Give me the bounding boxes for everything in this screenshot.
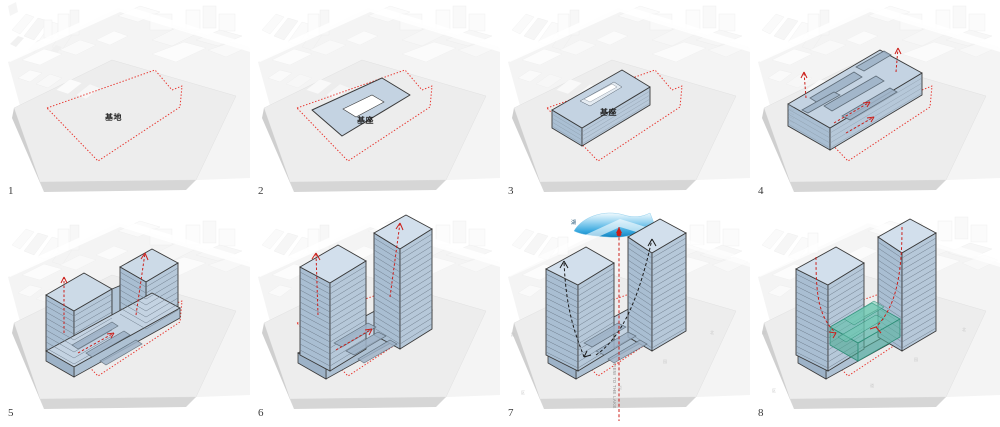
panel-3-number: 3 (508, 185, 514, 197)
midrise-massing (45, 248, 181, 378)
site-boundary (796, 69, 933, 162)
panel-1[interactable]: 基地 1 (0, 0, 250, 205)
panel-2[interactable]: 基座 2 (250, 0, 500, 205)
site-boundary (296, 69, 433, 162)
panel-6-scene (256, 214, 500, 409)
panel-7-number: 7 (508, 407, 514, 419)
panel-2-number: 2 (258, 185, 264, 197)
context-buildings (511, 5, 749, 100)
panel-5-number: 5 (8, 407, 14, 419)
growth-arrows (60, 252, 149, 354)
extrusion-arrows (800, 47, 902, 134)
panel-4-number: 4 (758, 185, 764, 197)
panel-8-scene (756, 216, 1000, 409)
panel-7-scene (506, 212, 750, 421)
ghost-context-label-5: 园 (663, 359, 667, 364)
panel-6-number: 6 (258, 407, 264, 419)
panel-1-number: 1 (8, 185, 14, 197)
ghost-context-label-4: 北 (710, 330, 714, 335)
panel-8[interactable]: 路 区 街 北 园 道 8 (750, 205, 1000, 427)
road-band (6, 4, 250, 62)
lake-label: 湖 (571, 220, 577, 226)
panel-4[interactable]: 4 (750, 0, 1000, 205)
panel-3-scene (506, 4, 750, 192)
panel-5[interactable]: 5 (0, 205, 250, 427)
panel-6[interactable]: 6 (250, 205, 500, 427)
panel-3[interactable]: 基座 3 (500, 0, 750, 205)
site-boundary (46, 69, 183, 162)
view-axis-line (616, 227, 622, 421)
site-boundary (546, 69, 683, 162)
panel-7[interactable]: 湖 VIEW TO THE LAKE 路 区 街 北 园 道 7 (500, 205, 750, 427)
rotation-arrows (559, 238, 657, 358)
panel-2-base-label: 基座 (357, 116, 374, 125)
insert-arrows (815, 226, 903, 339)
ghost-context-label-b: 区 (772, 388, 776, 393)
ghost-context-label-a: 路 (762, 330, 766, 335)
panel-2-scene (256, 4, 500, 192)
podium-volume (551, 69, 651, 147)
ghost-context-label-d: 北 (962, 327, 966, 332)
ghost-context-label-e: 园 (914, 357, 918, 362)
podium-footprint (311, 77, 411, 137)
carved-podium (787, 49, 923, 151)
context-buildings-mid (17, 30, 129, 100)
ghost-context-label-1: 路 (511, 332, 515, 337)
ghost-context-label-6: 道 (618, 385, 622, 390)
ghost-context-label-2: 区 (521, 390, 525, 395)
panel-4-scene (756, 4, 1000, 192)
panel-1-scene (6, 2, 250, 192)
panel-3-base-label: 基座 (600, 108, 617, 117)
green-skygarden-volume (829, 300, 901, 362)
context-buildings (261, 5, 499, 100)
ghost-context-label-f: 道 (870, 383, 874, 388)
splayed-tower-massing (545, 218, 687, 380)
panel-5-scene (6, 219, 250, 409)
site-boundary (46, 284, 183, 377)
panel-8-number: 8 (758, 407, 764, 419)
panel-1-site-label: 基地 (105, 113, 122, 122)
growth-arrows (311, 222, 404, 351)
tower-massing (297, 214, 433, 380)
view-axis-label: VIEW TO THE LAKE (612, 363, 617, 409)
